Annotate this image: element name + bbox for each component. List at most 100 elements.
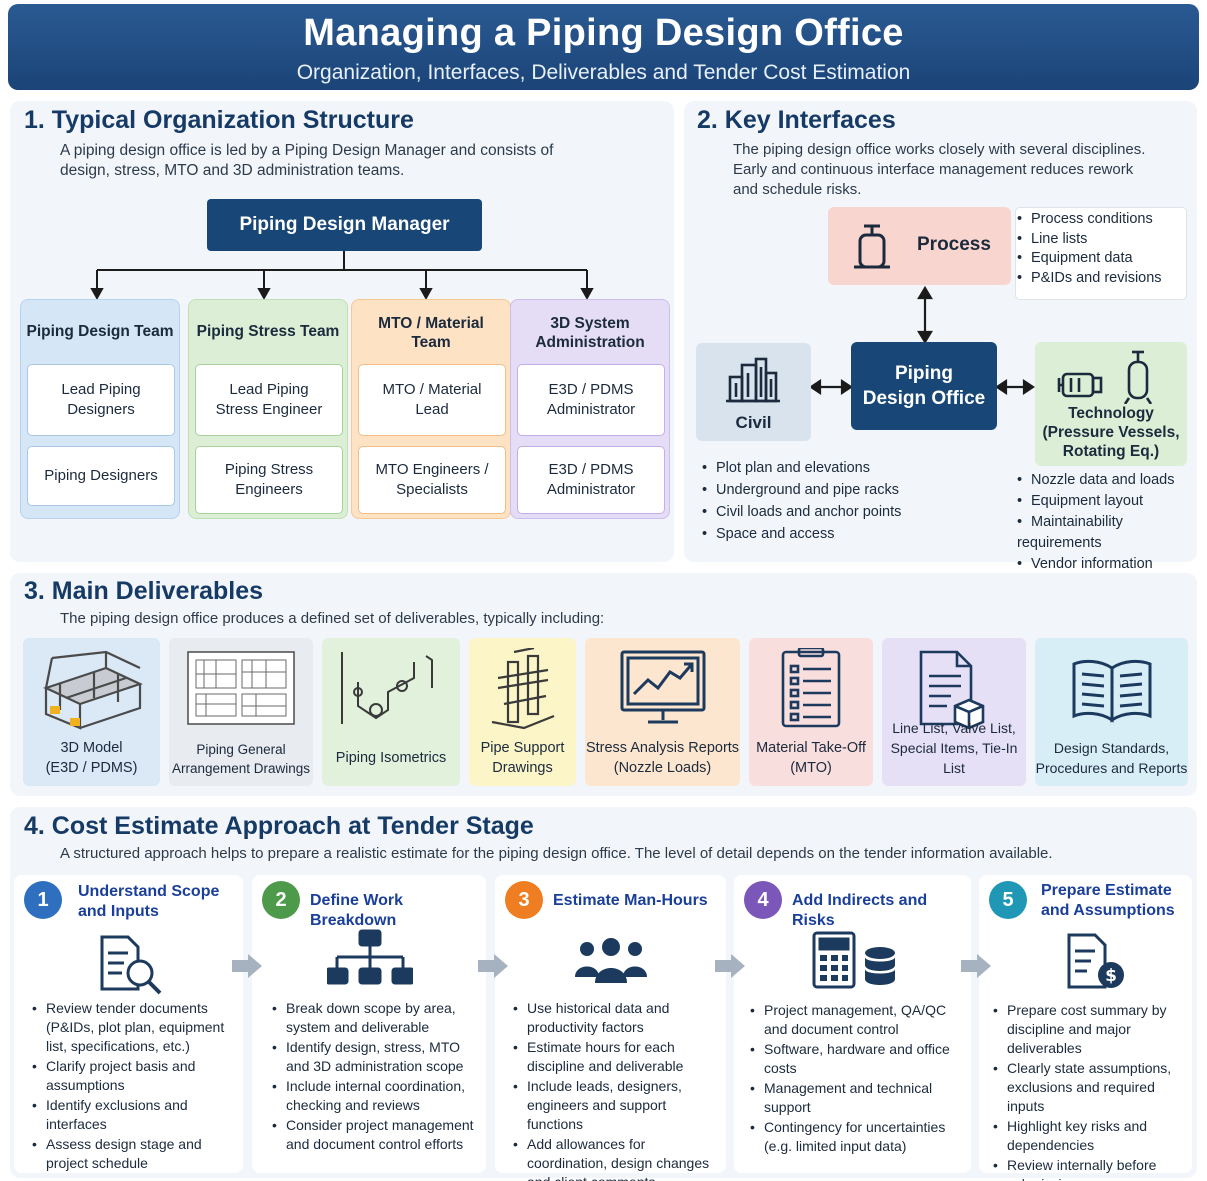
civil-label: Civil [735, 413, 772, 432]
role-line: Specialists [396, 481, 468, 498]
list-item: Include internal coordination, checking … [270, 1077, 482, 1115]
role-line: Lead Piping [61, 381, 141, 398]
calculator-database-icon [812, 931, 895, 989]
step-number-badge: 4 [744, 881, 782, 919]
step-number-badge: 3 [505, 881, 543, 919]
list-item: Prepare cost summary by discipline and m… [991, 1001, 1188, 1058]
deliverable-3d-model: 3D Model(E3D / PDMS) [23, 638, 160, 786]
step-arrow-icon [478, 954, 508, 978]
deliverable-isometrics: Piping Isometrics [322, 638, 460, 786]
page-subtitle: Organization, Interfaces, Deliverables a… [296, 61, 911, 84]
deliverable-label-line: Stress Analysis Reports [585, 740, 740, 756]
deliverable-label-line: Pipe Support [480, 740, 565, 756]
step-define-work-breakdown: 2 Define Work Breakdown Break down scope… [252, 875, 486, 1173]
list-item: Equipment data [1017, 249, 1162, 269]
list-item: Civil loads and anchor points [702, 501, 901, 523]
deliverable-label-line: Arrangement Drawings [171, 761, 311, 776]
step-number-badge: 5 [989, 881, 1027, 919]
deliverable-label: Piping Isometrics [322, 748, 460, 768]
role-line: Administrator [546, 401, 636, 418]
list-item: Consider project management and document… [270, 1116, 482, 1154]
step-title: Define Work Breakdown [310, 891, 486, 931]
role-label: MTO Engineers /Specialists [375, 460, 488, 500]
list-item: Estimate hours for each discipline and d… [511, 1038, 722, 1076]
role-line: Lead [415, 401, 449, 418]
step-title-line: and Inputs [78, 903, 159, 920]
deliverables-desc: The piping design office produces a defi… [60, 610, 605, 627]
interfaces-desc-3: and schedule risks. [733, 181, 862, 198]
role-line: MTO / Material [382, 381, 482, 398]
step-title-line: Define Work Breakdown [310, 892, 404, 929]
civil-box: Civil [696, 343, 811, 441]
org-connectors [90, 251, 594, 301]
list-item: Highlight key risks and dependencies [991, 1117, 1188, 1155]
step-items: Project management, QA/QC and document c… [748, 1001, 967, 1157]
isometric-icon [341, 652, 433, 724]
step-estimate-man-hours: 3 Estimate Man-Hours Use historical data… [495, 875, 726, 1181]
role-line: E3D / PDMS [548, 381, 634, 398]
cost-estimate-title: 4. Cost Estimate Approach at Tender Stag… [24, 812, 534, 840]
deliverable-label-line: Material Take-Off [756, 740, 866, 756]
list-item: Review tender documents (P&IDs, plot pla… [30, 999, 239, 1056]
list-item: Identify design, stress, MTO and 3D admi… [270, 1038, 482, 1076]
header-banner: Managing a Piping Design Office Organiza… [8, 4, 1199, 90]
deliverable-line-list: Line List, Valve List,Special Items, Tie… [882, 638, 1026, 786]
step-items: Prepare cost summary by discipline and m… [991, 1001, 1188, 1181]
list-item: Clearly state assumptions, exclusions an… [991, 1059, 1188, 1116]
list-item: Equipment layout [1017, 491, 1207, 512]
step-arrow-icon [715, 954, 745, 978]
list-item: Assess design stage and project schedule [30, 1135, 239, 1173]
step-add-indirects-risks: 4 Add Indirects and Risks Project manage… [734, 875, 971, 1173]
role-line: Engineers [235, 481, 303, 498]
monitor-chart-icon [620, 650, 705, 724]
technology-box: Technology (Pressure Vessels, Rotating E… [1035, 342, 1187, 466]
hierarchy-icon [327, 929, 413, 985]
step-title-line: and Assumptions [1041, 902, 1175, 919]
deliverable-label-line: (Nozzle Loads) [613, 760, 712, 776]
list-item: Include leads, designers, engineers and … [511, 1077, 722, 1134]
svg-text:$: $ [1105, 966, 1117, 986]
manager-label: Piping Design Manager [239, 214, 450, 235]
list-item: Vendor information [1017, 554, 1207, 575]
checklist-icon [781, 648, 841, 728]
interfaces-desc-1: The piping design office works closely w… [733, 141, 1146, 158]
role-box: E3D / PDMS Administrator [517, 364, 665, 436]
step-items: Review tender documents (P&IDs, plot pla… [30, 999, 239, 1174]
step-items: Break down scope by area, system and del… [270, 999, 482, 1155]
deliverable-label-line: Piping Isometrics [335, 750, 447, 766]
step-title-line: Estimate Man-Hours [553, 892, 708, 909]
role-box: Piping Designers [27, 446, 175, 506]
role-line: E3D / PDMS [548, 461, 634, 478]
page-title: Managing a Piping Design Office [303, 12, 904, 54]
pipe-support-icon [491, 648, 554, 730]
list-item: Contingency for uncertainties (e.g. limi… [748, 1118, 967, 1156]
team-title-line: Team [411, 334, 451, 351]
role-line: Stress Engineer [215, 401, 323, 418]
ga-drawing-icon [187, 651, 295, 725]
list-item: Management and technical support [748, 1079, 967, 1117]
open-book-icon [1072, 659, 1151, 723]
deliverable-label-line: Piping General [196, 742, 286, 757]
step-title-line: Add Indirects and Risks [792, 892, 928, 929]
step-arrow-icon [232, 954, 262, 978]
buildings-icon [726, 357, 780, 403]
interfaces-desc-2: Early and continuous interface managemen… [733, 161, 1134, 178]
team-title-line: 3D System [550, 315, 630, 332]
deliverable-label: Stress Analysis Reports (Nozzle Loads) [585, 738, 740, 778]
